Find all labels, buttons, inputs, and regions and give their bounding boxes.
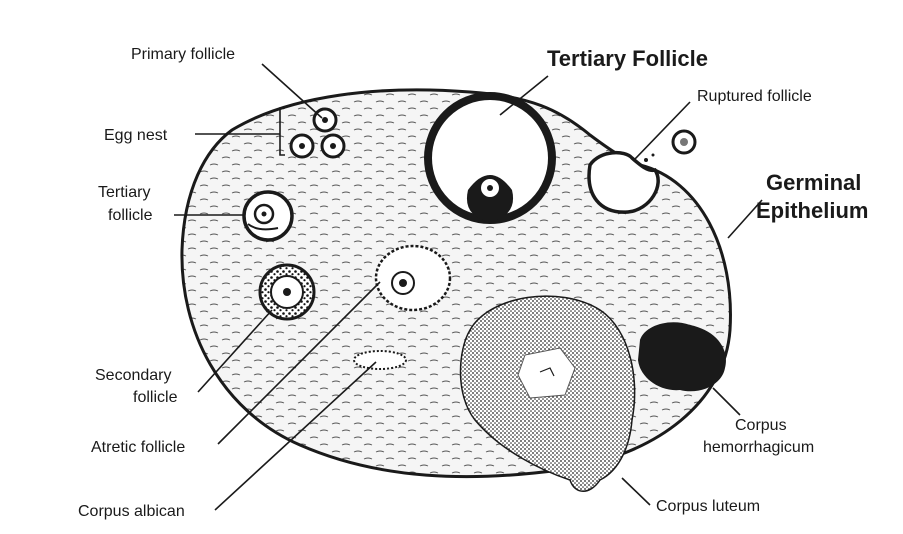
tertiary-follicle-small: [244, 192, 292, 240]
label-corpus-luteum: Corpus luteum: [656, 498, 760, 515]
label-egg-nest: Egg nest: [104, 127, 168, 144]
label-tertiary-follicle-left-1: Tertiary: [98, 184, 150, 201]
label-corpus-hemorrhagicum-1: Corpus: [735, 417, 787, 434]
label-tertiary-follicle-title: Tertiary Follicle: [547, 46, 708, 71]
label-ruptured-follicle: Ruptured follicle: [697, 88, 812, 105]
secondary-follicle: [260, 265, 314, 319]
label-secondary-follicle-1: Secondary: [95, 367, 172, 384]
corpus-albican: [354, 351, 406, 369]
label-corpus-albican: Corpus albican: [78, 503, 185, 520]
label-primary-follicle: Primary follicle: [131, 46, 235, 63]
label-secondary-follicle-2: follicle: [133, 389, 178, 406]
label-corpus-hemorrhagicum-2: hemorrhagicum: [703, 439, 814, 456]
tertiary-follicle-large: [428, 96, 552, 222]
label-germinal-epithelium-2: Epithelium: [756, 198, 868, 223]
label-tertiary-follicle-left-2: follicle: [108, 207, 153, 224]
label-germinal-epithelium-1: Germinal: [766, 170, 861, 195]
atretic-follicle: [376, 246, 450, 310]
label-atretic-follicle: Atretic follicle: [91, 439, 185, 456]
